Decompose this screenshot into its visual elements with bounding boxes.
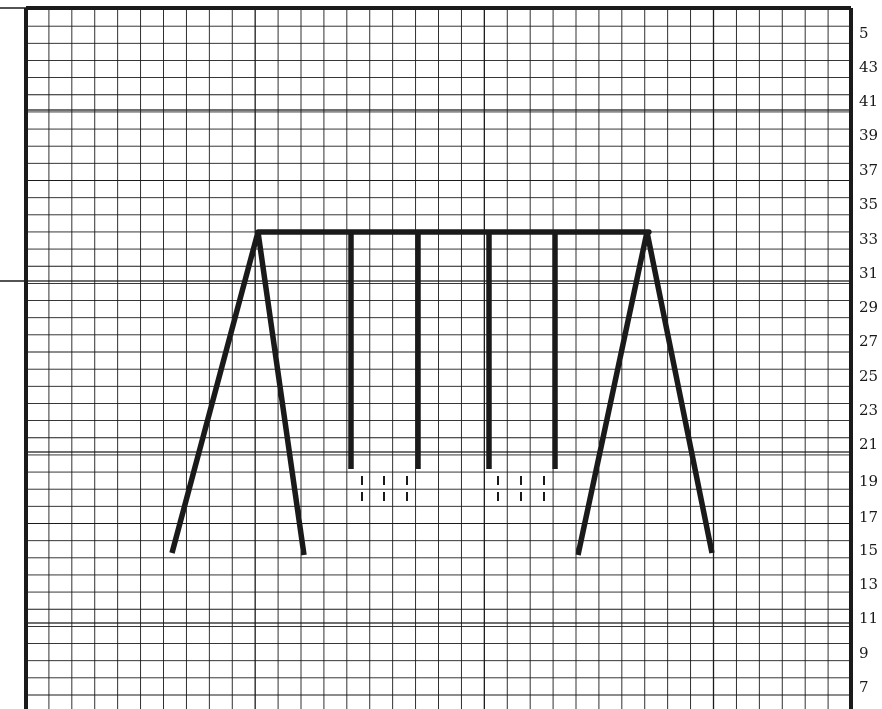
swing-set-motif bbox=[169, 229, 715, 556]
row-label: 13 bbox=[859, 575, 878, 593]
row-number-labels: 5 43 41 39 37 35 33 31 29 27 25 23 21 19 17 15 13 11 9 7 bbox=[859, 24, 878, 696]
chart-grid bbox=[25, 8, 852, 709]
row-label: 35 bbox=[859, 195, 878, 213]
row-label: 17 bbox=[859, 508, 878, 526]
left-frame-outer-leg bbox=[169, 231, 261, 554]
row-label: 33 bbox=[859, 230, 878, 248]
row-label: 5 bbox=[859, 24, 869, 42]
row-label: 39 bbox=[859, 126, 878, 144]
right-frame-outer-leg bbox=[644, 231, 715, 554]
row-label: 9 bbox=[859, 644, 869, 662]
row-label: 11 bbox=[859, 609, 878, 627]
row-label: 37 bbox=[859, 161, 878, 179]
row-label: 21 bbox=[859, 435, 878, 453]
row-label: 29 bbox=[859, 298, 878, 316]
row-label: 19 bbox=[859, 472, 878, 490]
row-label: 25 bbox=[859, 367, 878, 385]
row-label: 41 bbox=[859, 92, 878, 110]
row-label: 23 bbox=[859, 401, 878, 419]
row-label: 15 bbox=[859, 541, 878, 559]
row-label: 43 bbox=[859, 58, 878, 76]
right-frame-inner-leg bbox=[575, 231, 650, 556]
left-frame-inner-leg bbox=[255, 231, 307, 556]
row-label: 27 bbox=[859, 332, 878, 350]
row-label: 7 bbox=[859, 678, 869, 696]
chart-border bbox=[0, 6, 853, 709]
row-label: 31 bbox=[859, 264, 878, 282]
